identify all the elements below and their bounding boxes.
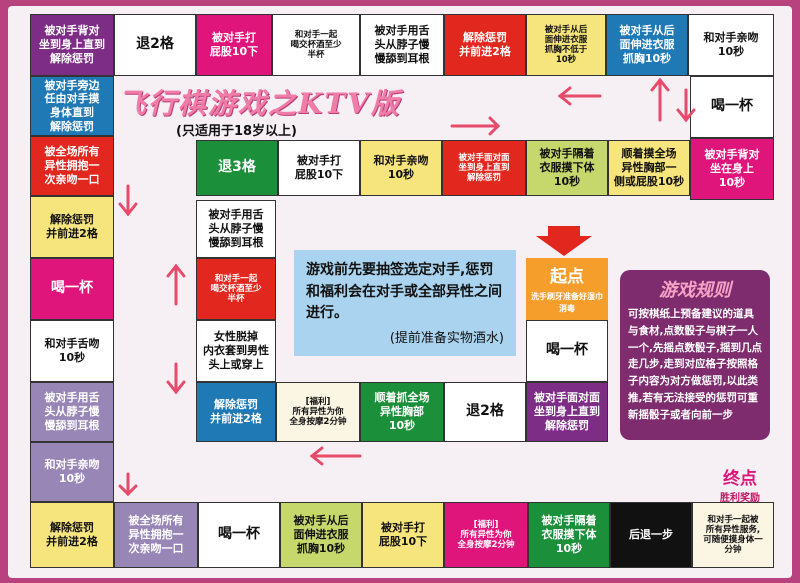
cell-inner-bottom-5: 被对手面对面 坐到身上直到 解除惩罚 (526, 382, 608, 442)
cell-inner-6: 顺着摸全场 异性胸部一 侧或屁股10秒 (608, 140, 690, 196)
cell-inner-2: 被对手打 屁股10下 (278, 140, 360, 196)
start-sub: 洗手刷牙准备好湿巾消毒 (531, 292, 603, 313)
cell-left-5: 和对手舌吻 10秒 (30, 320, 114, 382)
cell-left-6: 被对手用舌 头从脖子慢 慢舔到耳根 (30, 382, 114, 442)
cell-inner-1: 退3格 (196, 140, 278, 196)
cell-bottom-1: 解除惩罚 并前进2格 (30, 502, 114, 568)
finish-sub: 胜利奖励 (720, 493, 760, 504)
cell-top-8: 被对手从后 面伸进衣服 抓胸10秒 (606, 14, 688, 76)
page-subtitle: (只适用于18岁以上) (176, 124, 297, 139)
rules-body: 可按棋纸上预备建议的道具与食材,点数骰子与棋子一人一个,先摇点数骰子,摇到几点走… (628, 308, 762, 421)
cell-left-1: 被对手旁边 任由对手摸 身体直到 解除惩罚 (30, 76, 114, 136)
cell-inner-4: 被对手面对面 坐到身上直到 解除惩罚 (442, 140, 526, 196)
start-cell: 起点 洗手刷牙准备好湿巾消毒 (526, 258, 608, 320)
finish-label: 终点 胜利奖励 (700, 464, 780, 504)
cell-right-1: 喝一杯 (690, 76, 774, 138)
cell-inner-3: 和对手亲吻 10秒 (360, 140, 442, 196)
cell-bottom-8: 后退一步 (610, 502, 692, 568)
cell-top-3: 被对手打 屁股10下 (196, 14, 272, 76)
notice-text: 游戏前先要抽签选定对手,惩罚和福利会在对手或全部异性之间进行。 (306, 262, 502, 322)
rules-title: 游戏规则 (659, 280, 731, 301)
cell-inner-bottom-3: 顺着抓全场 异性胸部 10秒 (360, 382, 444, 442)
cell-bottom-3: 喝一杯 (198, 502, 280, 568)
start-label: 起点 (550, 267, 584, 287)
cell-top-1: 被对手背对 坐到身上直到 解除惩罚 (30, 14, 114, 76)
notice-box: 游戏前先要抽签选定对手,惩罚和福利会在对手或全部异性之间进行。 (提前准备实物酒… (294, 250, 516, 356)
cell-top-6: 解除惩罚 并前进2格 (444, 14, 526, 76)
cell-bottom-6: [福利] 所有异性为你 全身按摩2分钟 (444, 502, 528, 568)
cell-inner-left-3: 女性脱掉 内衣套到男性 头上或穿上 (196, 320, 276, 382)
cell-top-2: 退2格 (114, 14, 196, 76)
cell-top-9: 和对手亲吻 10秒 (688, 14, 774, 76)
page-title: 飞行棋游戏之KTV版 (118, 87, 401, 120)
cell-top-5: 被对手用舌 头从脖子慢 慢舔到耳根 (360, 14, 444, 76)
cell-bottom-2: 被全场所有 异性拥抱一 次亲吻一口 (114, 502, 198, 568)
cell-start-below: 喝一杯 (526, 320, 608, 382)
cell-bottom-5: 被对手打 屁股10下 (362, 502, 444, 568)
cell-inner-left-1: 被对手用舌 头从脖子慢 慢舔到耳根 (196, 200, 276, 258)
cell-left-3: 解除惩罚 并前进2格 (30, 196, 114, 258)
notice-note: (提前准备实物酒水) (389, 331, 504, 347)
cell-inner-bottom-2: [福利] 所有异性为你 全身按摩2分钟 (276, 382, 360, 442)
cell-inner-left-2: 和对手一起 喝交杯酒至少 半杯 (196, 258, 276, 320)
cell-top-4: 和对手一起 喝交杯酒至少 半杯 (272, 14, 360, 76)
cell-inner-bottom-4: 退2格 (444, 382, 526, 442)
cell-inner-5: 被对手隔着 衣服摸下体 10秒 (526, 140, 608, 196)
cell-right-2: 被对手背对 坐在身上 10秒 (690, 138, 774, 200)
rules-box: 游戏规则 可按棋纸上预备建议的道具与食材,点数骰子与棋子一人一个,先摇点数骰子,… (620, 270, 770, 440)
cell-bottom-4: 被对手从后 面伸进衣服 抓胸10秒 (280, 502, 362, 568)
start-arrow-icon (536, 226, 592, 256)
finish-title: 终点 (723, 469, 757, 489)
cell-inner-bottom-1: 解除惩罚 并前进2格 (196, 382, 276, 442)
cell-top-7: 被对手从后 面伸进衣服 抓胸不低于 10秒 (526, 14, 606, 76)
cell-bottom-7: 被对手隔着 衣服摸下体 10秒 (528, 502, 610, 568)
cell-left-2: 被全场所有 异性拥抱一 次亲吻一口 (30, 136, 114, 196)
cell-left-4: 喝一杯 (30, 258, 114, 320)
cell-left-7: 和对手亲吻 10秒 (30, 442, 114, 502)
cell-bottom-9: 和对手一起被 所有异性服务, 可随便摸身体一 分钟 (692, 502, 774, 568)
